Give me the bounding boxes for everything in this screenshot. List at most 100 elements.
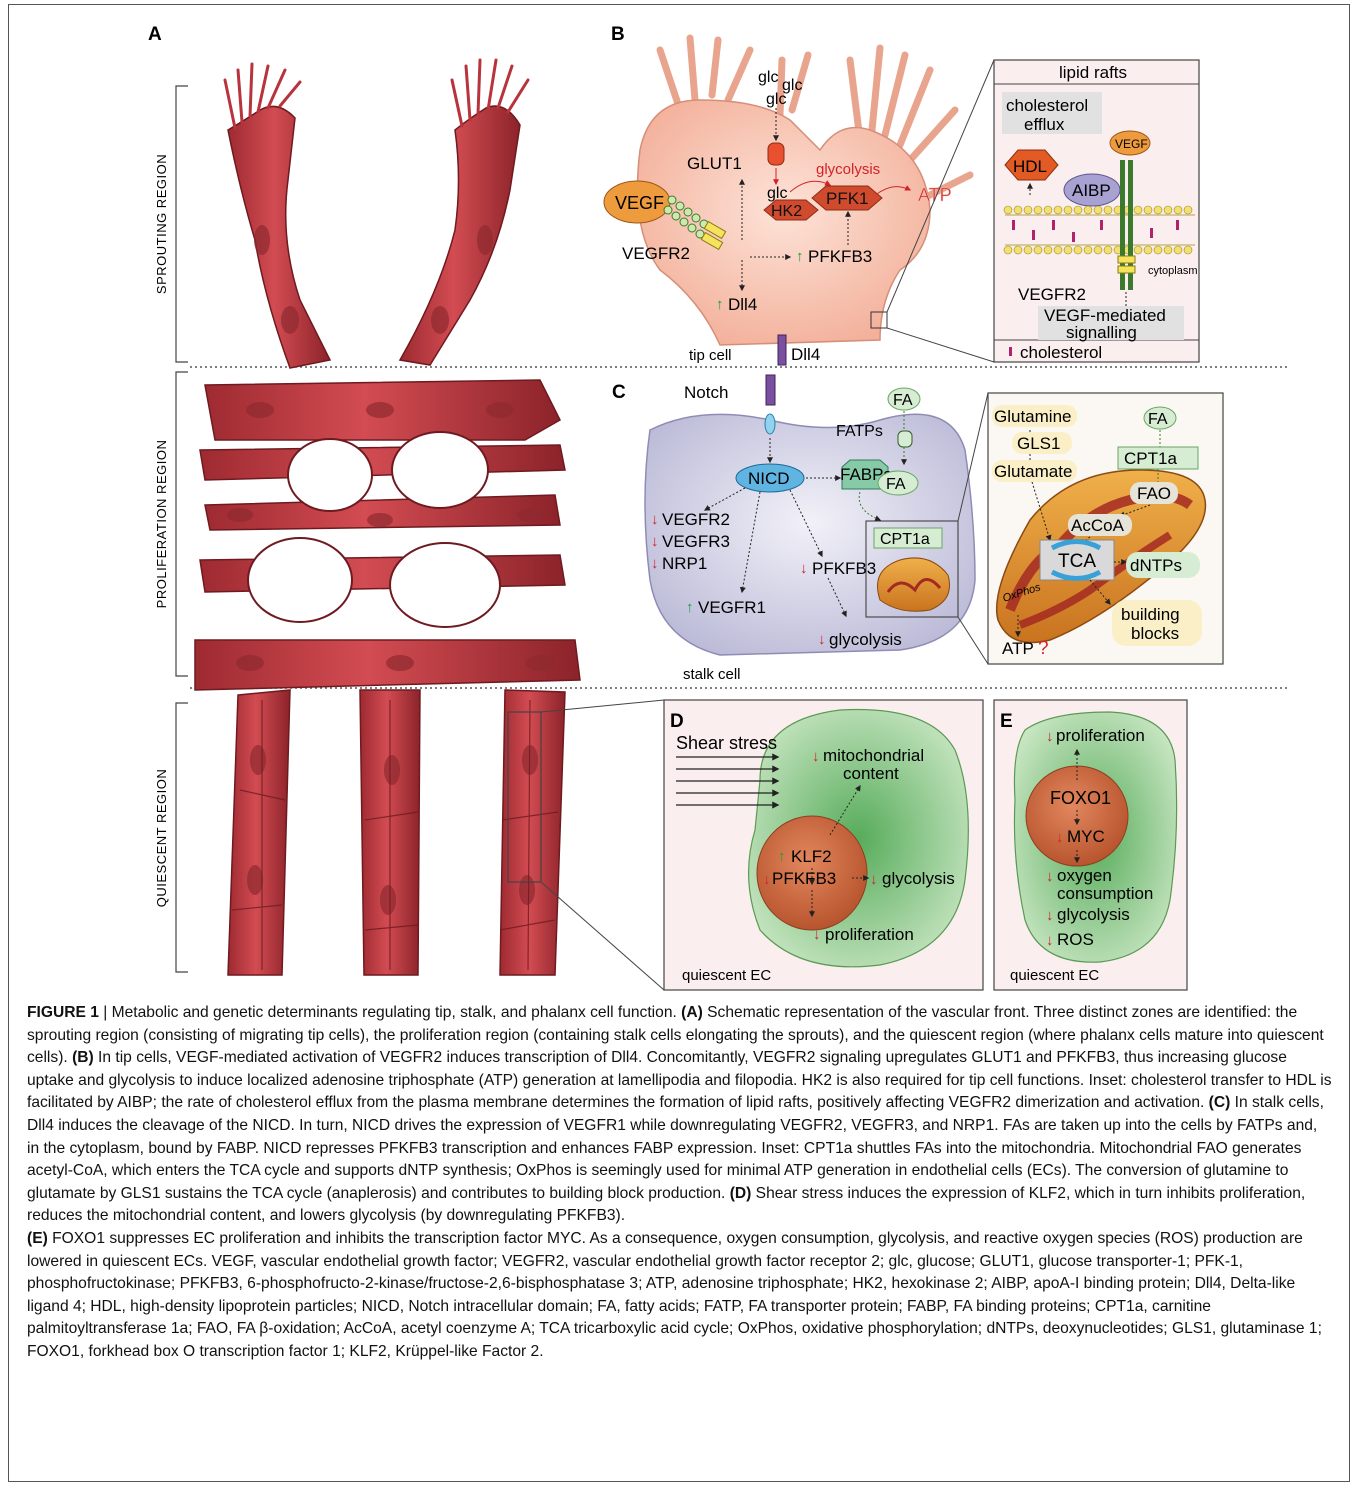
vegfr2-label: VEGFR2 — [622, 244, 690, 263]
svg-text:↓: ↓ — [651, 533, 659, 550]
chol-efflux-line1: cholesterol — [1006, 96, 1088, 115]
dll4-ext-label: Dll4 — [791, 345, 820, 364]
c-vegfr3-label: VEGFR3 — [662, 532, 730, 551]
panel-e-letter: E — [1000, 711, 1013, 732]
dll4-up-arrow: ↑ — [716, 296, 724, 313]
accoa-label: AcCoA — [1071, 516, 1125, 535]
dll4-label: Dll4 — [728, 295, 757, 314]
inset-cpt1a-label: CPT1a — [1124, 449, 1177, 468]
vessel-network — [195, 60, 580, 975]
glc-label-1: glc — [758, 69, 778, 86]
caption-c-label: (C) — [1209, 1094, 1231, 1111]
sprouting-region-label: SPROUTING REGION — [154, 154, 169, 294]
aibp-label: AIBP — [1072, 181, 1111, 200]
svg-text:↓: ↓ — [818, 631, 826, 648]
caption-b-label: (B) — [72, 1049, 94, 1066]
inset-vegf-label: VEGF — [1115, 137, 1148, 151]
caption-e-label: (E) — [27, 1230, 48, 1247]
panel-c-letter: C — [612, 382, 626, 403]
glut1-transporter — [768, 143, 784, 165]
cytoplasm-label: cytoplasm — [1148, 265, 1198, 277]
inset-atp-label: ATP — [1002, 639, 1034, 658]
tca-label: TCA — [1058, 551, 1096, 572]
quiescent-region-label: QUIESCENT REGION — [154, 769, 169, 908]
glycolysis-label: glycolysis — [816, 161, 880, 178]
mitochondria-inset: Glutamine GLS1 Glutamate FA CPT1a FAO Ac… — [988, 393, 1223, 664]
svg-text:↓: ↓ — [1056, 829, 1064, 846]
caption-a-label: (A) — [681, 1004, 703, 1021]
svg-text:↓: ↓ — [1046, 868, 1054, 885]
glc-label-4: glc — [767, 185, 787, 202]
building-line1: building — [1121, 605, 1180, 624]
glutamine-label: Glutamine — [994, 407, 1071, 426]
panel-e: E ↓ proliferation FOXO1 ↓ MYC ↓ oxygen c… — [994, 700, 1187, 990]
caption-e-text: FOXO1 suppresses EC proliferation and in… — [27, 1230, 1322, 1360]
svg-text:↓: ↓ — [1046, 907, 1054, 924]
panel-c: C Notch NICD FA FATPs FABPs FA ↓ VEGFR2 … — [612, 375, 988, 683]
e-oxygen-line2: consumption — [1057, 884, 1153, 903]
caption-figure-label: FIGURE 1 — [27, 1004, 99, 1021]
inset-fa-label: FA — [1148, 411, 1168, 428]
fa-out-label: FA — [893, 392, 913, 409]
atp-question-mark: ? — [1038, 638, 1049, 659]
caption-title: | Metabolic and genetic determinants reg… — [99, 1004, 681, 1021]
glc-label-3: glc — [766, 91, 786, 108]
d-mito-line1: mitochondrial — [823, 746, 924, 765]
vegf-label: VEGF — [615, 193, 664, 213]
nicd-label: NICD — [748, 469, 790, 488]
svg-text:↓: ↓ — [800, 560, 808, 577]
svg-text:↓: ↓ — [870, 871, 878, 888]
fatps-label: FATPs — [836, 423, 883, 440]
building-line2: blocks — [1131, 624, 1179, 643]
hk2-label: HK2 — [771, 203, 802, 220]
c-cpt1a-label: CPT1a — [880, 531, 930, 548]
ros-label: ROS — [1057, 930, 1094, 949]
fa-in-label: FA — [886, 476, 906, 493]
atp-label: ATP — [918, 185, 952, 205]
svg-text:↓: ↓ — [651, 555, 659, 572]
svg-text:↓: ↓ — [813, 926, 821, 943]
panel-d: D Shear stress ↓ mitochondrial content ↑… — [664, 700, 983, 990]
klf2-label: KLF2 — [791, 847, 832, 866]
tip-cell-label: tip cell — [689, 347, 732, 364]
stalk-cell-label: stalk cell — [683, 666, 741, 683]
caption-d-label: (D) — [730, 1185, 752, 1202]
svg-text:↓: ↓ — [1046, 728, 1054, 745]
c-pfkfb3-label: PFKFB3 — [812, 559, 876, 578]
foxo1-label: FOXO1 — [1050, 788, 1111, 808]
fatp-transporter — [898, 431, 912, 447]
myc-label: MYC — [1067, 827, 1105, 846]
svg-text:↓: ↓ — [1046, 932, 1054, 949]
inset-vegfr2-label: VEGFR2 — [1018, 285, 1086, 304]
panel-b: B glc glc glc GLUT1 glycolysis ATP glc H… — [604, 24, 994, 365]
vegf-signalling-line2: signalling — [1066, 323, 1137, 342]
glut1-label: GLUT1 — [687, 154, 742, 173]
fao-label: FAO — [1137, 484, 1171, 503]
e-oxygen-line1: oxygen — [1057, 866, 1112, 885]
dll4-membrane-protein — [778, 335, 786, 365]
svg-text:↓: ↓ — [812, 748, 820, 765]
figure-caption: FIGURE 1 | Metabolic and genetic determi… — [27, 1002, 1332, 1364]
svg-text:↓: ↓ — [651, 511, 659, 528]
lipid-rafts-title: lipid rafts — [1059, 63, 1127, 82]
d-proliferation-label: proliferation — [825, 925, 914, 944]
panel-d-letter: D — [670, 711, 684, 732]
notch-label: Notch — [684, 383, 728, 402]
cholesterol-legend-mark — [1009, 347, 1012, 356]
chol-efflux-line2: efflux — [1024, 115, 1065, 134]
zoom-line-bottom — [541, 882, 664, 990]
hdl-label: HDL — [1013, 157, 1047, 176]
pfkfb3-label: PFKFB3 — [808, 247, 872, 266]
pfk1-label: PFK1 — [826, 189, 869, 208]
notch-receptor — [766, 375, 775, 405]
c-vegfr2-label: VEGFR2 — [662, 510, 730, 529]
dntps-label: dNTPs — [1130, 556, 1182, 575]
lipid-rafts-inset: lipid rafts cholesterol efflux VEGF HDL … — [994, 60, 1199, 362]
pfkfb3-up-arrow: ↑ — [796, 248, 804, 265]
cholesterol-legend-label: cholesterol — [1020, 343, 1102, 362]
proliferation-region-label: PROLIFERATION REGION — [154, 440, 169, 609]
d-mito-line2: content — [843, 764, 899, 783]
svg-text:↓: ↓ — [763, 871, 771, 888]
c-glycolysis-label: glycolysis — [829, 630, 902, 649]
shear-stress-label: Shear stress — [676, 733, 777, 753]
